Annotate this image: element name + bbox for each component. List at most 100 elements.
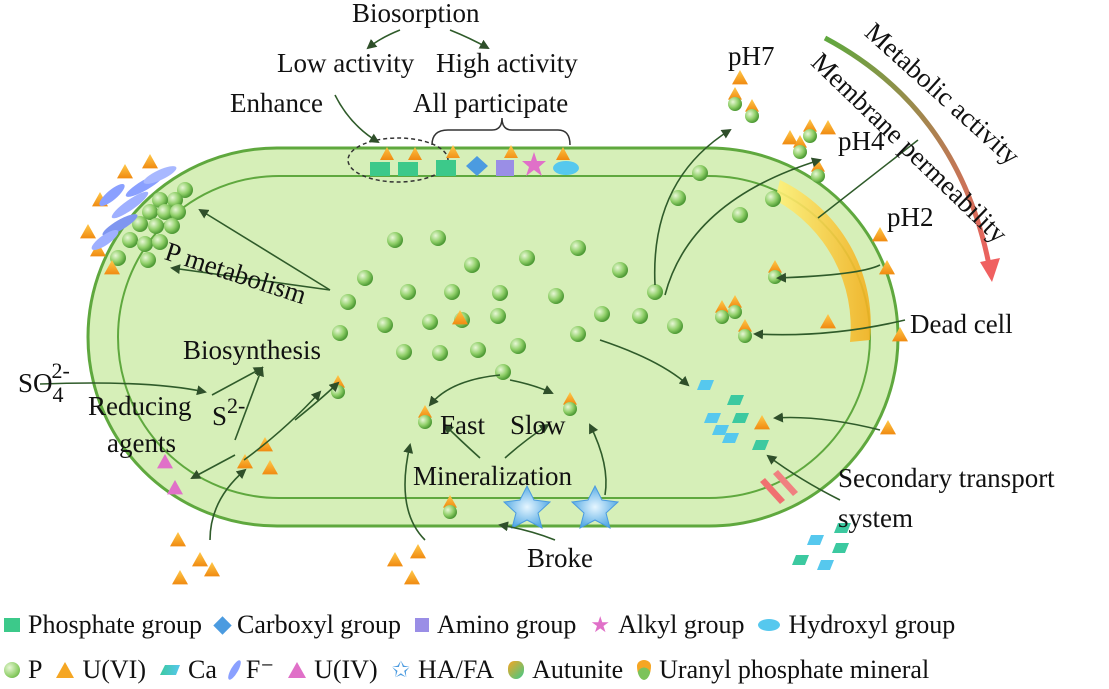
p-sphere [510, 338, 526, 354]
calcium-trapezoid [832, 543, 849, 553]
p-sphere [692, 165, 708, 181]
uranium-triangle [80, 224, 96, 239]
phosphate-group-square [370, 162, 390, 176]
legend-label: HA/FA [418, 655, 495, 684]
p-sphere [492, 285, 508, 301]
uranium-triangle [410, 544, 426, 559]
p-sphere [570, 240, 586, 256]
p-sphere [332, 325, 348, 341]
label-dead-cell: Dead cell [910, 309, 1013, 339]
legend-label: Ca [188, 655, 217, 684]
label-all-participate: All participate [413, 88, 569, 118]
p-sphere [148, 218, 164, 234]
uranyl-phosphate-mineral [418, 415, 432, 429]
p-sphere [400, 284, 416, 300]
uranyl-phosphate-mineral [443, 505, 457, 519]
p-sphere [340, 294, 356, 310]
calcium-trapezoid [712, 425, 729, 435]
label-reducing: Reducing [88, 391, 192, 421]
p-sphere [519, 250, 535, 266]
fluoride-ellipse-icon [225, 658, 243, 682]
label-slow: Slow [510, 410, 566, 440]
legend-label: Amino group [436, 610, 577, 639]
calcium-trapezoid [732, 413, 749, 423]
calcium-trapezoid [807, 535, 824, 545]
uranyl-phosphate-mineral [803, 129, 817, 143]
p-sphere [110, 250, 126, 266]
uranium-triangle [192, 552, 208, 567]
uranium-triangle [728, 87, 742, 100]
p-sphere [594, 306, 610, 322]
p-sphere [765, 191, 781, 207]
legend-label: Hydroxyl group [788, 610, 956, 639]
hydroxyl-group-ellipse [553, 161, 579, 175]
p-sphere [670, 190, 686, 206]
uranium-triangles [80, 70, 908, 585]
legend-label: Autunite [532, 655, 624, 684]
uranium-triangle [404, 570, 420, 585]
brace [431, 117, 571, 146]
alkyl-group-star [522, 152, 546, 176]
p-sphere [170, 204, 186, 220]
legend-label: Phosphate group [28, 610, 203, 639]
calcium-trapezoid [792, 555, 809, 565]
calcium-trapezoid [704, 413, 721, 423]
autunite-icon [508, 661, 525, 679]
uranium-triangle [237, 454, 253, 469]
uranium-triangle [768, 260, 782, 273]
legend-label: F⁻ [245, 655, 275, 684]
label-ph7: pH7 [728, 41, 775, 71]
ha-fa-star-icon: ✩ [391, 657, 411, 682]
label-broke: Broke [527, 543, 593, 573]
p-sphere [647, 284, 663, 300]
alkyl-group-star-icon: ★ [590, 612, 611, 637]
calcium-trapezoid [727, 395, 744, 405]
label-ph4: pH4 [838, 126, 885, 156]
p-sphere [122, 232, 138, 248]
p-sphere [490, 308, 506, 324]
uranium-triangle [418, 405, 432, 418]
amino-group-square [496, 160, 514, 176]
p-sphere [140, 252, 156, 268]
label-system: system [838, 503, 914, 533]
p-sphere [548, 288, 564, 304]
p-sphere [396, 344, 412, 360]
uranyl-phosphate-mineral [728, 305, 742, 319]
transporter [760, 478, 785, 504]
uranyl-phosphate-mineral [768, 270, 782, 284]
label-biosorption: Biosorption [352, 0, 480, 28]
p-sphere [422, 314, 438, 330]
calcium-trapezoid-icon [160, 665, 180, 675]
label-mineralization: Mineralization [413, 461, 572, 491]
label-s2: S2- [212, 393, 246, 431]
uranium-triangle [170, 532, 186, 547]
legend-label: P [28, 655, 43, 684]
uranyl-phosphate-mineral [738, 329, 752, 343]
label-ph2: pH2 [887, 202, 934, 232]
autunite-cluster [697, 380, 851, 570]
ha-fa-star [570, 484, 620, 529]
uranyl-phosphate-mineral [793, 145, 807, 159]
uranium-triangle [104, 260, 120, 275]
fluoride-cluster [91, 166, 177, 251]
p-sphere [157, 204, 173, 220]
label-so4: SO42- [18, 358, 70, 407]
uranium-triangle [732, 70, 748, 85]
p-spheres [110, 165, 781, 380]
label-biosynthesis: Biosynthesis [183, 335, 322, 365]
p-sphere [357, 270, 373, 286]
dead-cell-region [775, 180, 871, 342]
uranyl-phosphate-mineral [728, 97, 742, 111]
uranium-triangle [793, 135, 807, 148]
p-sphere [142, 204, 158, 220]
uranium-triangle [738, 319, 752, 332]
calcium-trapezoid [817, 560, 834, 570]
uranium-triangle [745, 99, 759, 112]
uranyl-phosphate-mineral [563, 402, 577, 416]
ha-fa-star [502, 484, 552, 529]
uranium-triangle [728, 295, 742, 308]
p-sphere [464, 257, 480, 273]
uranium-triangle [563, 392, 577, 405]
uranium-triangle [117, 164, 133, 179]
amino-group-square-icon [414, 618, 429, 632]
